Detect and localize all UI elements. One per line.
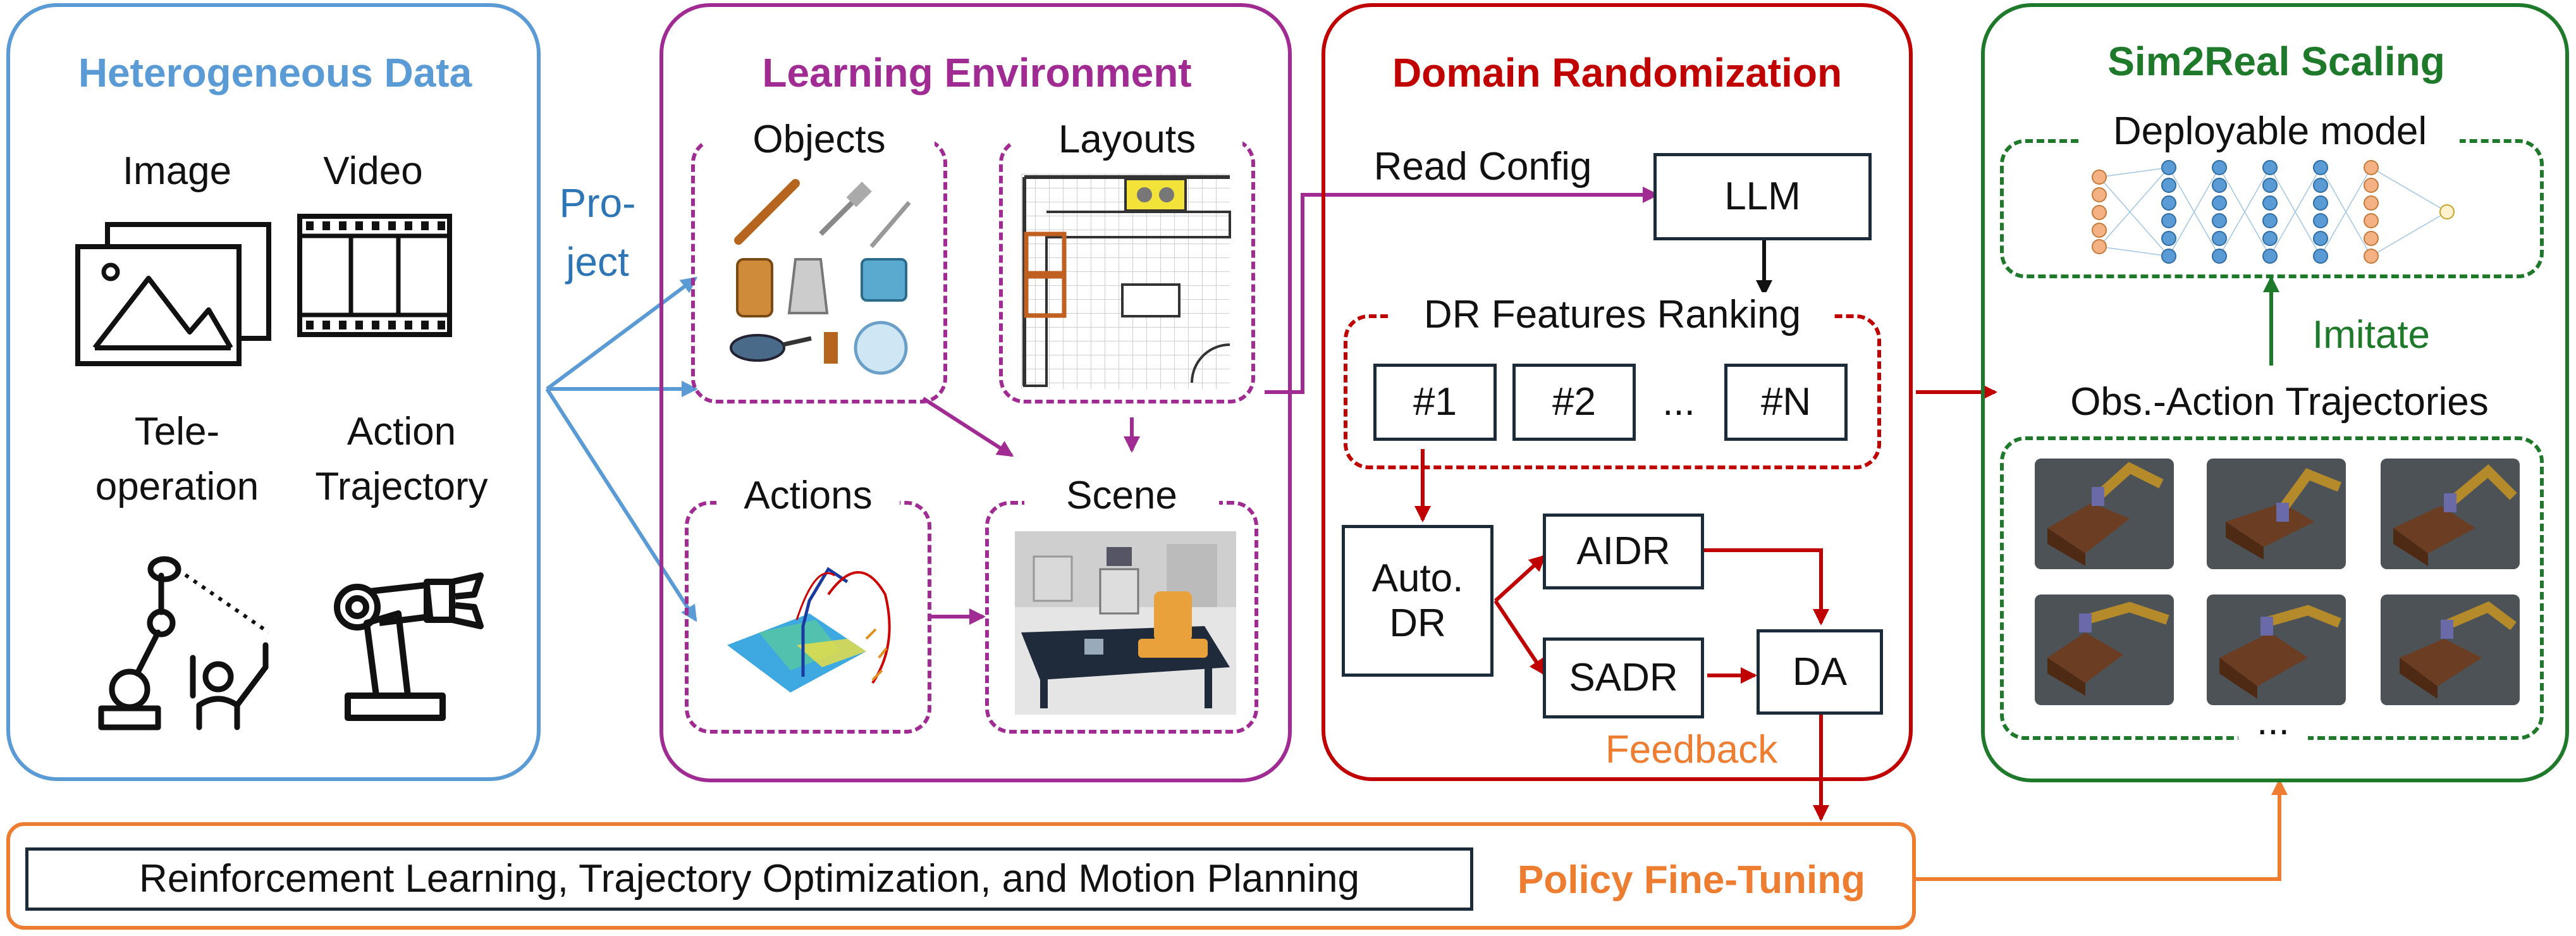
dr-features-ranking-label: DR Features Ranking [1391, 292, 1834, 337]
sadr-box: SADR [1543, 637, 1704, 718]
project-arrows [545, 276, 698, 622]
trajectory-thumbnail [2035, 594, 2174, 705]
trajectory-thumbnail [2381, 594, 2520, 705]
trajectory-thumbnail [2207, 459, 2346, 569]
action-trajectory-label: Action Trajectory [315, 410, 488, 508]
methods-box: Reinforcement Learning, Trajectory Optim… [25, 847, 1473, 911]
auto-dr-box: Auto. DR [1342, 525, 1493, 677]
heterogeneous-data-title: Heterogeneous Data [78, 50, 472, 95]
domain-randomization-panel [1322, 3, 1913, 781]
layouts-illustration [1021, 174, 1231, 389]
learning-environment-panel [659, 3, 1292, 782]
learning-env-arrows [922, 187, 1659, 625]
scene-illustration [1015, 531, 1236, 715]
neural-network-icon [2092, 160, 2455, 264]
trajectory-thumbnail [2381, 459, 2520, 569]
policy-fine-tuning-bar [6, 822, 1916, 930]
feedback-label: Feedback [1605, 728, 1778, 772]
rank-n-box: #N [1724, 364, 1848, 441]
imitate-label: Imitate [2312, 313, 2431, 357]
deployable-model-label: Deployable model [2080, 109, 2460, 154]
trajectory-thumbnail [2035, 459, 2174, 569]
actions-label: Actions [716, 473, 900, 518]
domain-randomization-title: Domain Randomization [1392, 50, 1843, 95]
objects-illustration [726, 177, 922, 386]
video-label: Video [323, 149, 423, 193]
actions-illustration [727, 567, 891, 693]
learning-environment-title: Learning Environment [762, 50, 1192, 95]
trajectory-thumbnail [2207, 594, 2346, 705]
objects-label: Objects [704, 117, 935, 162]
image-label: Image [122, 149, 232, 193]
video-icon [297, 214, 452, 337]
sim2real-scaling-panel [1981, 3, 2569, 782]
da-box: DA [1757, 629, 1883, 715]
policy-fine-tuning-label: Policy Fine-Tuning [1518, 858, 1865, 902]
rank-ellipsis: ... [1662, 380, 1695, 424]
project-label: Pro- ject [559, 180, 636, 285]
trajectories-ellipsis: ... [2238, 699, 2308, 744]
rank-1-box: #1 [1373, 364, 1497, 441]
domain-rand-arrows [1414, 384, 1997, 822]
aidr-box: AIDR [1543, 514, 1704, 589]
sim2real-scaling-title: Sim2Real Scaling [2107, 39, 2445, 84]
robot-arm-icon [334, 572, 484, 721]
trajectories-label: Obs.-Action Trajectories [2070, 380, 2489, 424]
heterogeneous-data-panel [6, 3, 541, 781]
read-config-label: Read Config [1373, 145, 1592, 188]
rank-2-box: #2 [1512, 364, 1636, 441]
scene-label: Scene [1024, 473, 1219, 518]
teleoperation-icon [98, 556, 270, 730]
llm-box: LLM [1653, 153, 1872, 240]
teleoperation-label: Tele- operation [95, 410, 259, 508]
image-icon [75, 222, 271, 366]
layouts-label: Layouts [1012, 117, 1242, 162]
policy-to-trajectories-arrow [1916, 779, 2288, 881]
